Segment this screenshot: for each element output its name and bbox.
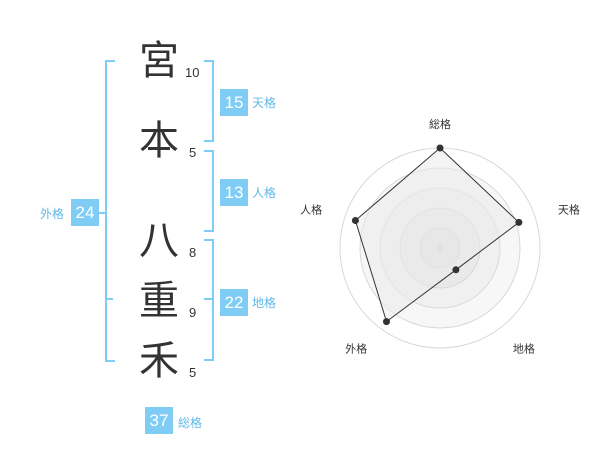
chikaku-value: 22 <box>220 289 248 316</box>
chikaku-bracket <box>204 239 214 361</box>
soukaku-label: 総格 <box>178 416 203 430</box>
radar-axis-label-1: 総格 <box>429 117 451 131</box>
tenkaku-bracket <box>204 60 214 142</box>
tenkaku-label: 天格 <box>252 96 277 110</box>
name-char-3: 八 <box>139 218 179 264</box>
gaikaku-label: 外格 <box>40 207 65 221</box>
radar-shape <box>354 147 520 323</box>
jinkaku-bracket <box>204 150 214 232</box>
gaikaku-connector <box>98 212 105 214</box>
jinkaku-label: 人格 <box>252 186 277 200</box>
gaikaku-split-tick <box>105 298 113 300</box>
stroke-count-4: 9 <box>189 305 197 320</box>
chikaku-split-tick <box>204 298 212 300</box>
stroke-count-3: 8 <box>189 245 197 260</box>
gaikaku-bracket <box>105 60 115 362</box>
radar-axis-label-2: 天格 <box>558 203 580 217</box>
stroke-count-5: 5 <box>189 365 197 380</box>
radar-axis-label-3: 地格 <box>513 341 535 355</box>
radar-point-5 <box>351 217 359 224</box>
radar-point-2 <box>515 218 523 226</box>
radar-point-3 <box>452 266 460 274</box>
name-char-5: 禾 <box>139 338 179 384</box>
name-char-2: 本 <box>139 118 179 164</box>
stroke-count-2: 5 <box>189 145 197 160</box>
radar-point-4 <box>383 318 390 326</box>
name-char-1: 宮 <box>139 38 179 84</box>
jinkaku-value: 13 <box>220 179 248 206</box>
soukaku-value: 37 <box>145 407 173 434</box>
tenkaku-value: 15 <box>220 89 248 116</box>
gaikaku-value: 24 <box>71 199 99 226</box>
radar-point-1 <box>436 144 444 152</box>
stroke-count-1: 10 <box>185 65 200 80</box>
chikaku-label: 地格 <box>252 296 277 310</box>
radar-axis-label-4: 外格 <box>345 341 367 355</box>
radar-axis-label-5: 人格 <box>300 203 322 217</box>
name-char-4: 重 <box>139 278 179 324</box>
